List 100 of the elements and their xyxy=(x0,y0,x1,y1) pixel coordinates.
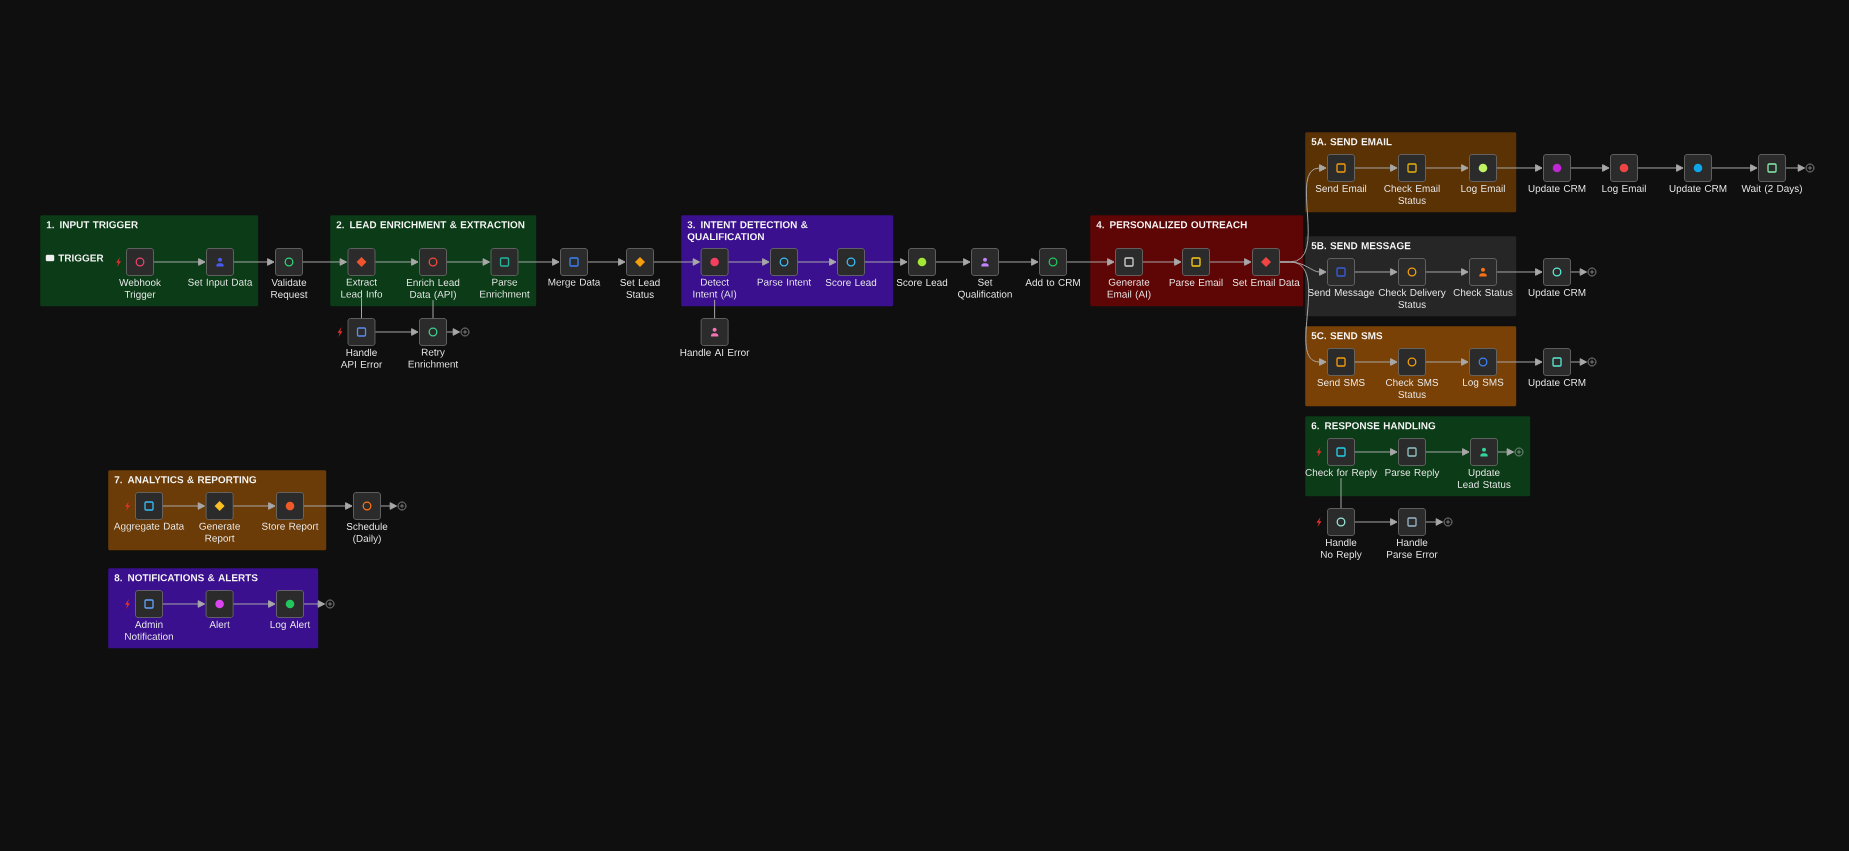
workflow-node: Log SMS xyxy=(1463,348,1504,388)
arrow xyxy=(1425,358,1469,366)
connector-line xyxy=(361,297,362,319)
arrow xyxy=(1354,164,1398,172)
arrow xyxy=(653,258,701,266)
plus-circle xyxy=(1514,447,1524,457)
workflow-node: Parse Reply xyxy=(1385,438,1440,478)
arrow xyxy=(303,502,353,510)
workflow-node: Update CRM xyxy=(1528,258,1586,298)
arrow xyxy=(1570,268,1588,276)
arrow xyxy=(1496,164,1543,172)
workflow-node: Extract Lead Info xyxy=(341,248,383,298)
arrow xyxy=(446,328,461,336)
workflow-node: Validate Request xyxy=(271,248,308,300)
arrow xyxy=(1637,164,1684,172)
workflow-node: Log Alert xyxy=(270,590,311,630)
workflow-node: Send Email xyxy=(1315,154,1367,192)
plus-circle xyxy=(1443,517,1453,527)
arrow xyxy=(162,600,206,608)
arrow xyxy=(797,258,837,266)
plus-circle xyxy=(325,599,335,609)
workflow-node: Webhook Trigger xyxy=(119,248,161,300)
workflow-node: Generate Email (AI) xyxy=(1107,248,1151,300)
workflow-node: Score Lead xyxy=(896,248,948,286)
workflow-node: Wait (2 Days) xyxy=(1741,154,1802,194)
arrow xyxy=(1425,268,1469,276)
workflow-node: Log Email xyxy=(1602,154,1646,194)
workflow-node: Schedule (Daily) xyxy=(346,492,388,544)
workflow-node: Check Status xyxy=(1453,258,1513,296)
arrow xyxy=(1570,164,1610,172)
workflow-node: Detect Intent (AI) xyxy=(693,248,737,300)
connector-line xyxy=(714,299,716,319)
connector-line xyxy=(432,299,434,319)
arrow xyxy=(374,258,419,266)
arrow xyxy=(1279,261,1327,366)
workflow-node: Check SMS Status xyxy=(1385,348,1439,398)
arrow xyxy=(1142,258,1182,266)
plus-circle xyxy=(1587,267,1597,277)
arrow xyxy=(302,258,347,266)
arrow xyxy=(233,502,276,510)
section-label: TRIGGER xyxy=(58,254,104,262)
workflow-node: Handle Parse Error xyxy=(1387,508,1438,558)
workflow-node: Set Lead Status xyxy=(620,248,660,298)
arrow xyxy=(233,600,276,608)
arrow xyxy=(935,258,971,266)
workflow-node: Store Report xyxy=(261,492,319,532)
arrow xyxy=(1785,164,1806,172)
workflow-node: Alert xyxy=(205,590,234,628)
arrow xyxy=(1425,518,1444,526)
arrow xyxy=(1354,358,1398,366)
workflow-node: Parse Intent xyxy=(757,248,812,286)
arrow xyxy=(1496,268,1543,276)
workflow-node: Parse Email xyxy=(1169,248,1223,286)
workflow-node: Check Delivery Status xyxy=(1378,258,1446,308)
workflow-node: Set Email Data xyxy=(1232,248,1300,286)
workflow-node: Set Input Data xyxy=(188,248,253,288)
arrow xyxy=(374,328,419,336)
workflow-node: Update CRM xyxy=(1528,154,1586,194)
arrow xyxy=(233,258,275,266)
arrow xyxy=(153,258,206,266)
arrow xyxy=(1496,358,1543,366)
workflow-node: Add to CRM xyxy=(1025,248,1080,286)
workflow-node: Parse Enrichment xyxy=(480,248,530,298)
workflow-node: Enrich Lead Data (API) xyxy=(406,248,460,300)
arrow xyxy=(517,258,560,266)
arrow xyxy=(1497,448,1515,456)
workflow-node: Update CRM xyxy=(1528,348,1586,388)
workflow-node: Handle API Error xyxy=(340,318,383,368)
workflow-node: Check Email Status xyxy=(1384,154,1440,204)
arrow xyxy=(380,502,398,510)
workflow-node: Admin Notification xyxy=(125,590,173,640)
workflow-node: Log Email xyxy=(1461,154,1505,194)
arrow xyxy=(587,258,626,266)
workflow-node: Update Lead Status xyxy=(1457,438,1511,488)
arrow xyxy=(446,258,490,266)
arrow xyxy=(728,258,770,266)
workflow-node: Aggregate Data xyxy=(113,492,185,532)
plus-circle xyxy=(397,501,407,511)
workflow-node: Set Qualification xyxy=(958,248,1012,300)
arrow xyxy=(1209,258,1252,266)
workflow-node: Send SMS xyxy=(1317,348,1365,386)
workflow-node: Update CRM xyxy=(1669,154,1727,194)
workflow-node: Generate Report xyxy=(199,492,240,544)
workflow-node: Check for Reply xyxy=(1305,438,1377,478)
arrow xyxy=(303,600,326,608)
plus-circle xyxy=(1805,163,1815,173)
arrow xyxy=(162,502,206,510)
arrow xyxy=(1066,258,1115,266)
workflow-node: Merge Data xyxy=(548,248,601,288)
arrow xyxy=(1354,268,1398,276)
plus-circle xyxy=(460,327,470,337)
arrow xyxy=(1425,448,1470,456)
arrow xyxy=(1354,448,1398,456)
workflow-node: Score Lead xyxy=(825,248,877,286)
arrow xyxy=(998,258,1039,266)
arrow xyxy=(1425,164,1469,172)
arrow xyxy=(1711,164,1758,172)
arrow xyxy=(864,258,908,266)
workflow-node: Handle AI Error xyxy=(680,318,750,356)
connector-line xyxy=(1340,477,1342,509)
